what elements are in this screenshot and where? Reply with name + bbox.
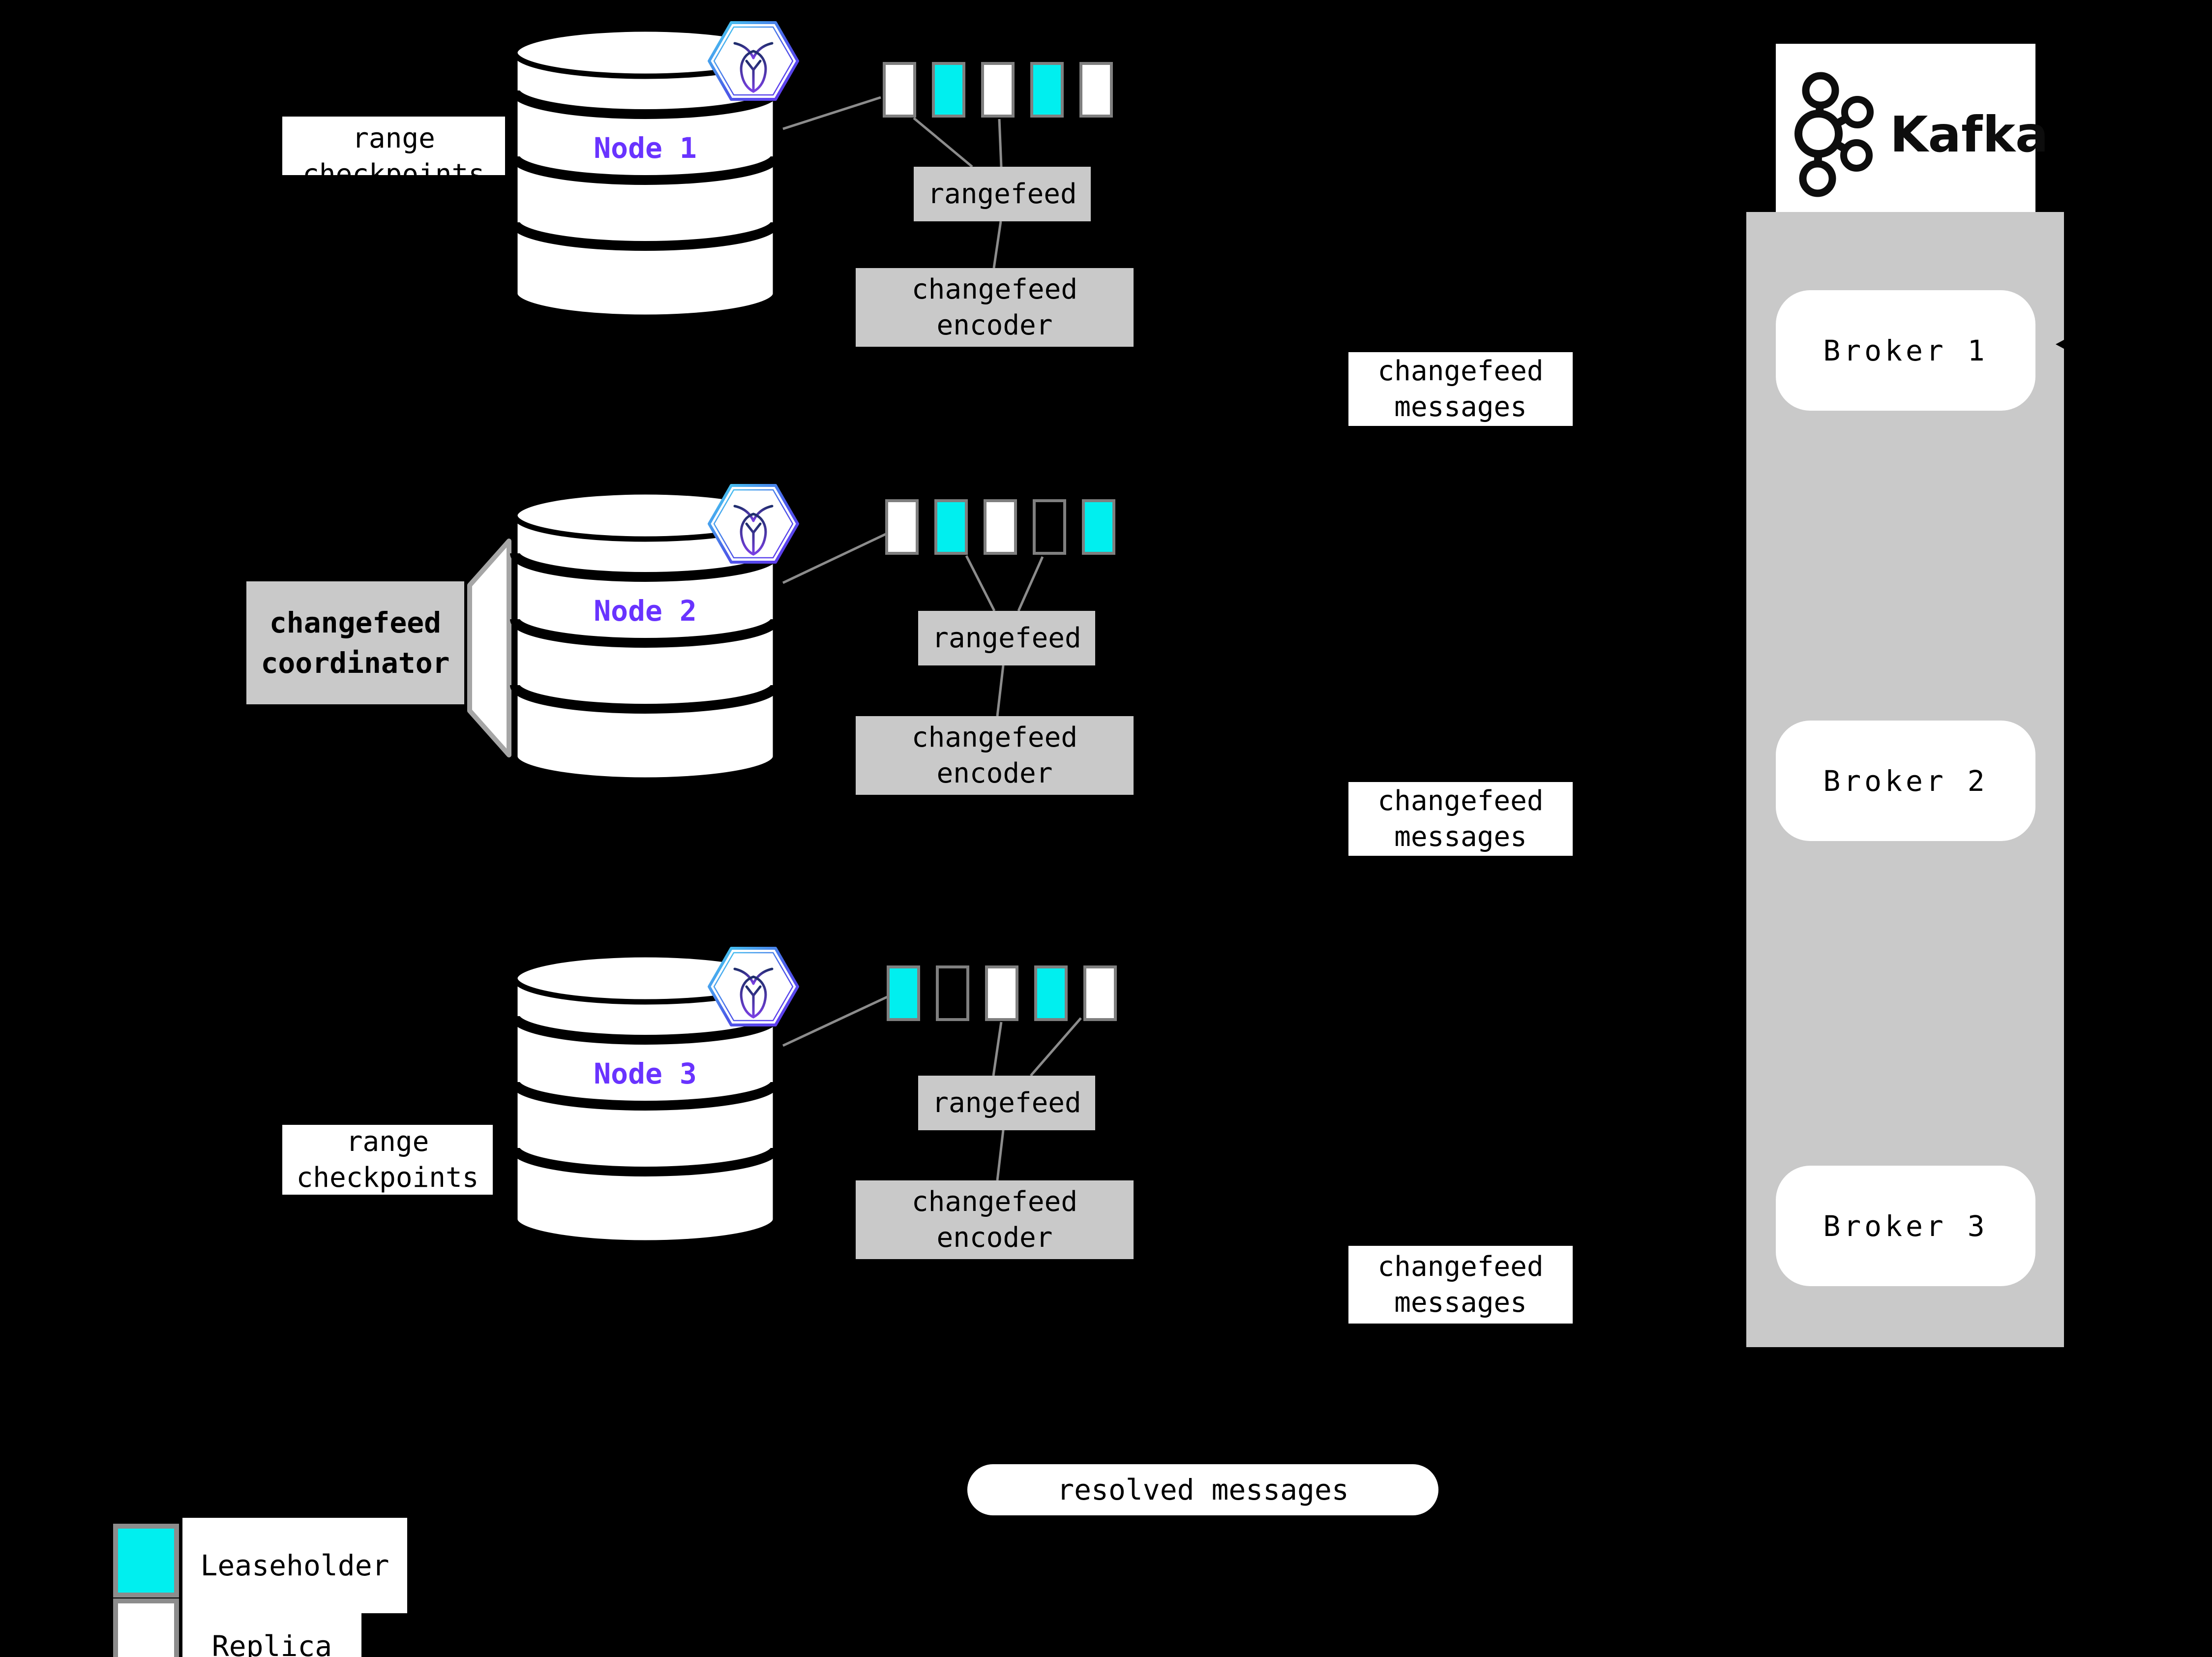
range-empty [936, 965, 969, 1021]
node-3-label: Node 3 [594, 1057, 697, 1090]
cylinder-band [510, 90, 780, 119]
rangefeed-box-2: rangefeed [918, 611, 1095, 665]
broker-3-box: Broker 3 [1776, 1166, 2035, 1286]
legend-replica-swatch [113, 1598, 179, 1657]
cylinder-band [510, 221, 780, 251]
connector-range-rangefeed [1017, 556, 1044, 612]
connector-rangefeed-encoder [996, 665, 1005, 717]
broker-1-box: Broker 1 [1776, 290, 2035, 411]
connector-range-rangefeed [965, 555, 996, 612]
range-replica [1083, 965, 1117, 1021]
cylinder-band [510, 1081, 780, 1111]
legend-replica-label: Replica [182, 1613, 361, 1657]
cockroachdb-logo-icon [708, 947, 799, 1026]
changefeed-encoder-box-3: changefeed encoder [856, 1180, 1134, 1259]
range-replica [985, 965, 1018, 1021]
resolved-messages-pill: resolved messages [967, 1464, 1438, 1515]
connector-node1-range [782, 96, 881, 130]
range-checkpoints-label-bottom: range checkpoints [282, 1125, 493, 1195]
connector-range-rangefeed [913, 117, 973, 168]
node-2-ranges [885, 499, 1115, 555]
range-replica [885, 499, 919, 555]
cylinder-band [510, 155, 780, 185]
connector-rangefeed-encoder [996, 1130, 1005, 1181]
rangefeed-box-1: rangefeed [914, 167, 1091, 221]
node-2-label: Node 2 [594, 594, 697, 628]
changefeed-messages-label-2: changefeed messages [1348, 782, 1573, 856]
kafka-logo-text: Kafka [1890, 106, 2049, 163]
broker-1-label: Broker 1 [1823, 333, 1988, 367]
legend-leaseholder-label: Leaseholder [182, 1518, 407, 1613]
changefeed-coordinator-box: changefeed coordinator [246, 581, 464, 704]
range-leaseholder [1030, 62, 1064, 118]
range-checkpoints-label-top: range checkpoints [282, 117, 505, 175]
connector-node3-range [782, 995, 889, 1047]
cylinder-band [510, 684, 780, 714]
node-2-shapes [510, 484, 1044, 783]
node-3-ranges [887, 965, 1117, 1021]
legend-leaseholder-swatch [113, 1524, 179, 1597]
changefeed-encoder-box-1: changefeed encoder [856, 268, 1134, 347]
cylinder-band [510, 618, 780, 648]
connector-range-rangefeed [992, 1022, 1003, 1076]
range-leaseholder [932, 62, 965, 118]
range-leaseholder [1082, 499, 1115, 555]
arrowhead-icon [2056, 337, 2069, 352]
range-replica [981, 62, 1015, 118]
connector-rangefeed-encoder [992, 221, 1002, 269]
broker-3-label: Broker 3 [1823, 1209, 1988, 1243]
changefeed-messages-label-1: changefeed messages [1348, 352, 1573, 426]
range-leaseholder [934, 499, 968, 555]
connector-range-rangefeed [998, 119, 1003, 167]
broker-2-label: Broker 2 [1823, 764, 1988, 798]
range-replica [1079, 62, 1113, 118]
cylinder-band [510, 1147, 780, 1176]
coordinator-callout-pointer [467, 539, 511, 757]
broker-2-box: Broker 2 [1776, 721, 2035, 841]
range-leaseholder [1034, 965, 1068, 1021]
node-3-shapes [510, 947, 1082, 1246]
changefeed-encoder-box-2: changefeed encoder [856, 716, 1134, 795]
range-leaseholder [887, 965, 920, 1021]
range-empty [1033, 499, 1066, 555]
connector-range-rangefeed [1030, 1017, 1082, 1077]
connector-node2-range [782, 532, 888, 584]
cockroachdb-logo-icon [708, 484, 799, 564]
node-1-label: Node 1 [594, 131, 697, 165]
range-replica [984, 499, 1017, 555]
cylinder-band [510, 1015, 780, 1045]
rangefeed-box-3: rangefeed [918, 1076, 1095, 1130]
changefeed-messages-label-3: changefeed messages [1348, 1246, 1573, 1324]
node-1-shapes [510, 21, 1003, 320]
kafka-logo-icon [1794, 72, 1874, 197]
cylinder-band [510, 552, 780, 582]
node-1-ranges [883, 62, 1113, 118]
range-replica [883, 62, 916, 118]
cockroachdb-logo-icon [708, 21, 799, 101]
